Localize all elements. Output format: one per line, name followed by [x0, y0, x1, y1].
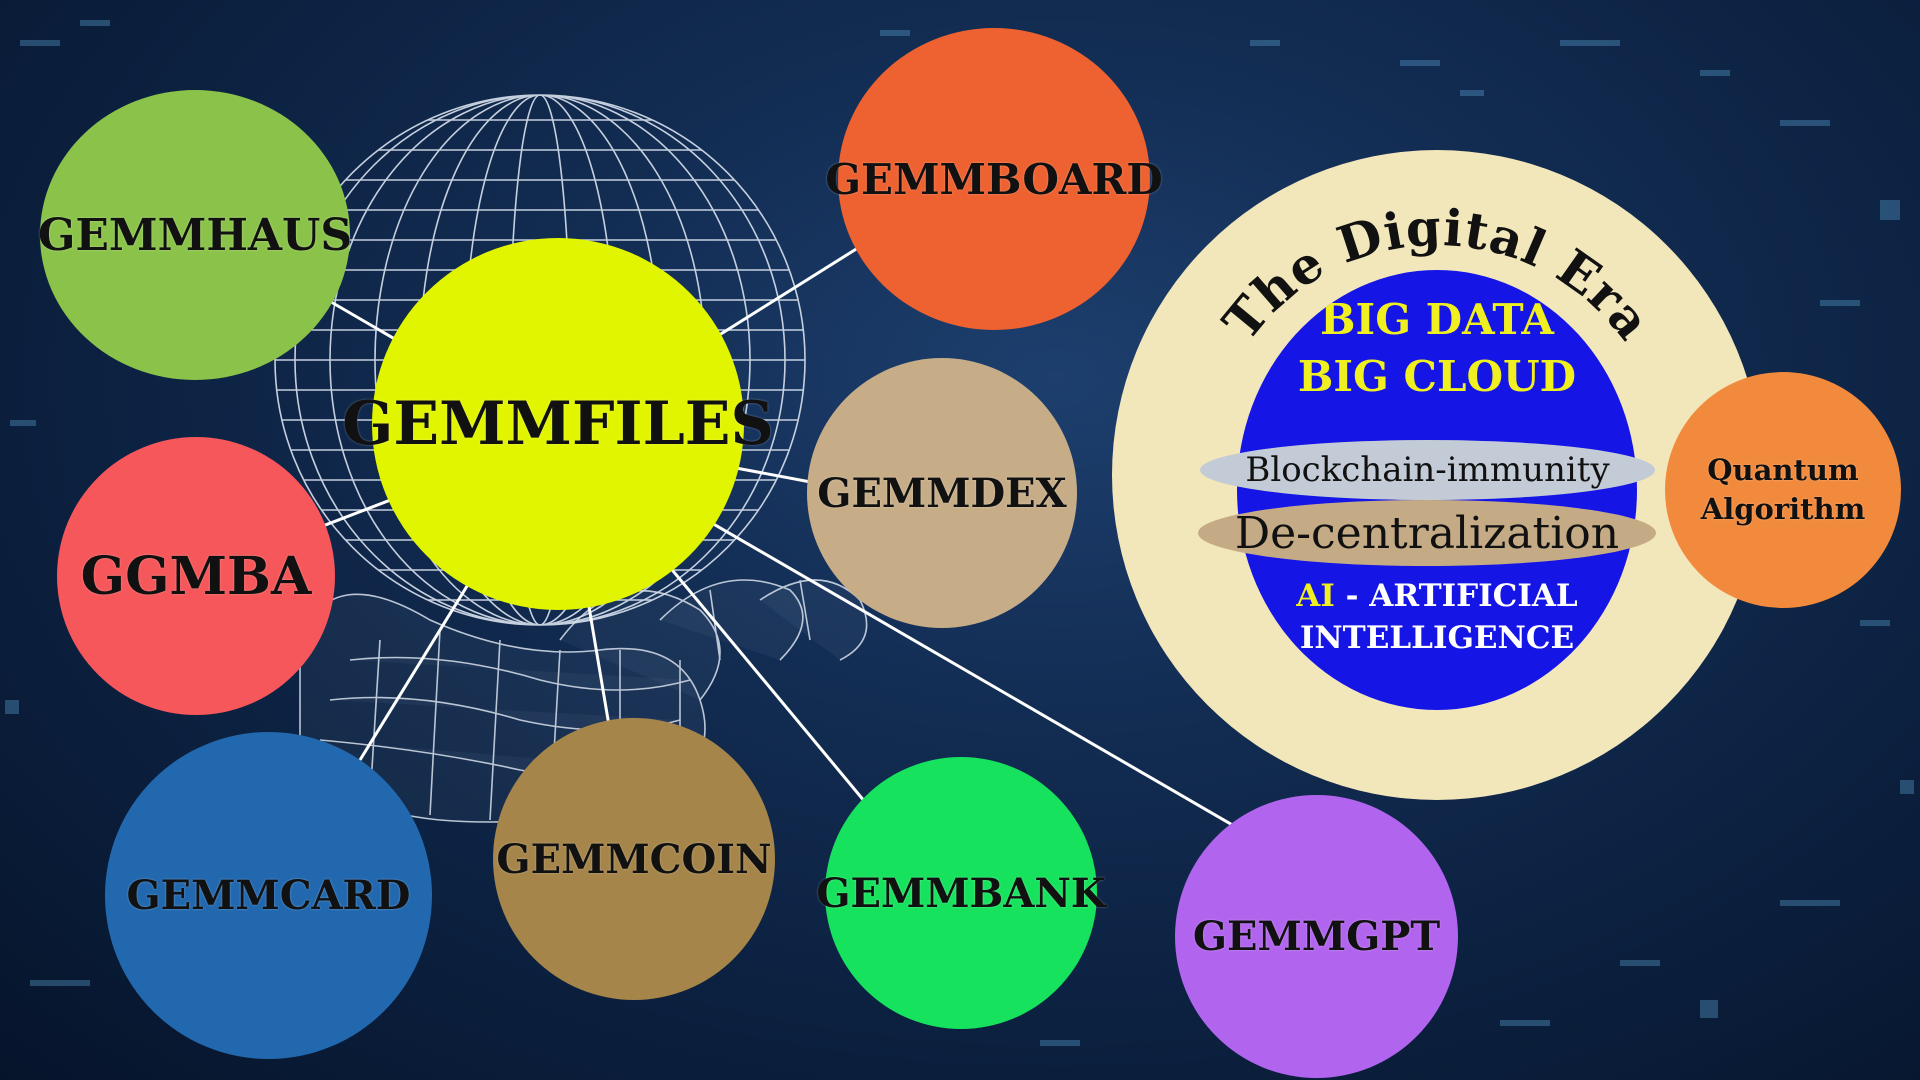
decentralization-band: De-centralization	[1198, 500, 1656, 566]
big-cloud-label: BIG CLOUD	[1297, 352, 1577, 401]
ai-label: AI - ARTIFICIAL	[1237, 578, 1637, 614]
circuit-pattern	[5, 20, 1914, 1046]
node-gemmgpt-label: GEMMGPT	[1192, 913, 1441, 960]
node-gemmbank: GEMMBANK	[816, 757, 1106, 1029]
blockchain-immunity-band: Blockchain-immunity	[1200, 440, 1655, 500]
decentralization-label: De-centralization	[1234, 507, 1620, 559]
node-gemmcard: GEMMCARD	[105, 732, 432, 1059]
quantum-line1: Quantum	[1707, 452, 1859, 487]
quantum-line2: Algorithm	[1700, 492, 1866, 526]
node-gemmhaus: GEMMHAUS	[37, 90, 353, 380]
node-gemmhaus-label: GEMMHAUS	[37, 209, 353, 261]
node-ggmba: GGMBA	[57, 437, 335, 715]
node-ggmba-label: GGMBA	[80, 545, 312, 607]
blockchain-immunity-label: Blockchain-immunity	[1245, 450, 1610, 490]
node-gemmdex-label: GEMMDEX	[817, 469, 1067, 517]
node-gemmcard-label: GEMMCARD	[126, 872, 411, 919]
ai-rest: - ARTIFICIAL	[1334, 578, 1578, 614]
ai-prefix: AI	[1296, 578, 1335, 614]
node-gemmfiles: GEMMFILES	[342, 238, 774, 610]
big-data-label: BIG DATA	[1320, 295, 1554, 344]
node-gemmboard-label: GEMMBOARD	[825, 154, 1163, 204]
node-gemmfiles-label: GEMMFILES	[342, 389, 774, 459]
node-gemmcoin-label: GEMMCOIN	[496, 835, 772, 883]
node-gemmbank-label: GEMMBANK	[816, 869, 1106, 917]
intelligence-label: INTELLIGENCE	[1299, 620, 1575, 656]
node-gemmboard: GEMMBOARD	[825, 28, 1163, 330]
node-quantum-algorithm: Quantum Algorithm	[1665, 372, 1901, 608]
node-gemmgpt: GEMMGPT	[1175, 795, 1458, 1078]
node-gemmcoin: GEMMCOIN	[493, 718, 775, 1000]
node-gemmdex: GEMMDEX	[807, 358, 1077, 628]
